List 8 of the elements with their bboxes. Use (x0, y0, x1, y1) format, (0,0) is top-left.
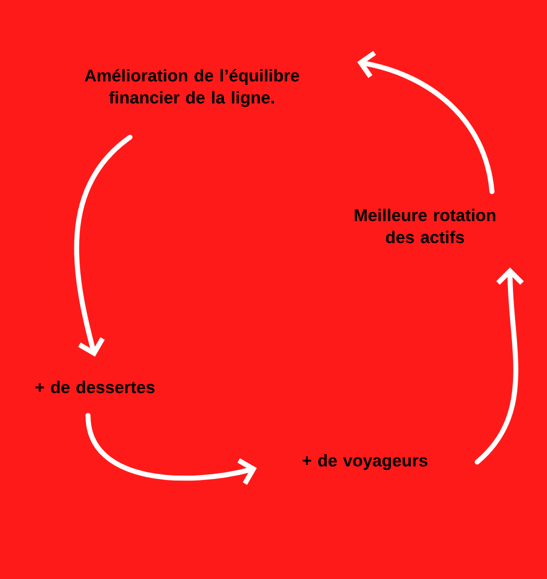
node-label: Meilleure rotation des actifs (354, 208, 496, 244)
curved-arrow (86, 412, 257, 485)
curved-arrow (357, 50, 494, 194)
curved-arrow (474, 267, 524, 464)
node-label: + de dessertes (35, 380, 155, 394)
curved-arrow (74, 134, 132, 357)
node-label: Amélioration de l’équilibre financier de la ligne. (84, 68, 300, 108)
node-label: + de voyageurs (302, 454, 428, 470)
